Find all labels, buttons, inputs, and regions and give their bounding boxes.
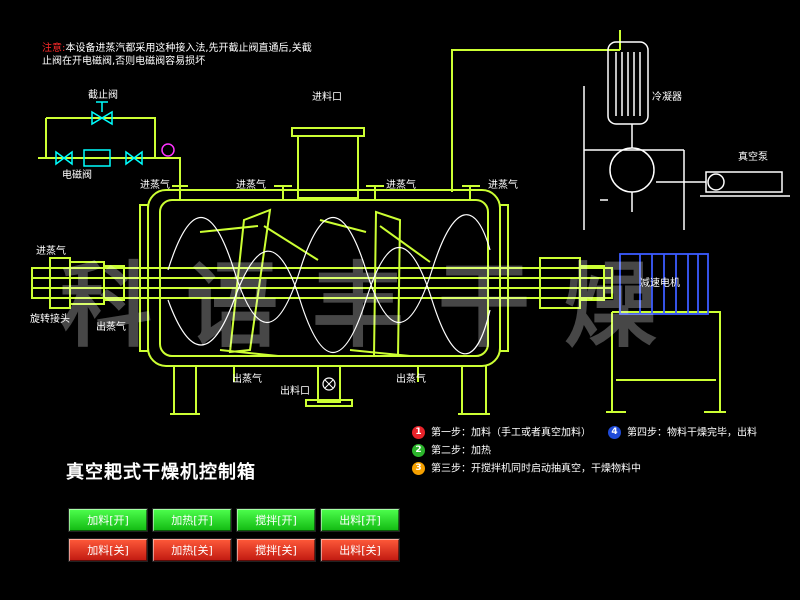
- step-2: 2 第二步：加热: [412, 444, 491, 458]
- label-steam-in-2: 进蒸气: [236, 180, 266, 191]
- label-reducer-motor: 减速电机: [640, 278, 680, 289]
- feed-port-flange: [291, 127, 365, 137]
- solenoid-valve-icon: [55, 150, 143, 166]
- label-discharge-port: 出料口: [280, 386, 310, 397]
- watermark: 科语丰干燥: [60, 253, 691, 360]
- pressure-gauge-icon: [161, 143, 175, 157]
- steam-inlet-pipe: [38, 157, 181, 186]
- heat-off-button[interactable]: 加热[关]: [152, 538, 232, 562]
- condenser-icon: [607, 41, 649, 125]
- discharge-off-button[interactable]: 出料[关]: [320, 538, 400, 562]
- label-solenoid-valve: 电磁阀: [62, 170, 92, 181]
- label-steam-in-4: 进蒸气: [488, 180, 518, 191]
- vacuum-pipe: [451, 49, 620, 192]
- step-4-text: 第四步：物料干燥完毕，出料: [627, 427, 757, 439]
- notice-text: 本设备进蒸汽都采用这种接入法,先开截止阀直通后,关截止阀在开电磁阀,否则电磁阀容…: [42, 43, 312, 67]
- step-3-text: 第三步：开搅拌机同时启动抽真空，干燥物料中: [431, 463, 641, 475]
- panel-title: 真空耙式干燥机控制箱: [66, 462, 256, 483]
- stop-valve-icon: [91, 110, 113, 126]
- step-1: 1 第一步：加料（手工或者真空加料）: [412, 426, 591, 440]
- warning-notice: 注意:本设备进蒸汽都采用这种接入法,先开截止阀直通后,关截止阀在开电磁阀,否则电…: [42, 42, 312, 68]
- heat-on-button[interactable]: 加热[开]: [152, 508, 232, 532]
- label-steam-in-3: 进蒸气: [386, 180, 416, 191]
- stir-on-button[interactable]: 搅拌[开]: [236, 508, 316, 532]
- step-1-badge: 1: [412, 426, 425, 439]
- step-3: 3 第三步：开搅拌机同时启动抽真空，干燥物料中: [412, 462, 641, 476]
- step-4-badge: 4: [608, 426, 621, 439]
- label-stop-valve: 截止阀: [88, 90, 118, 101]
- label-steam-in-1: 进蒸气: [140, 180, 170, 191]
- feed-on-button[interactable]: 加料[开]: [68, 508, 148, 532]
- label-condenser: 冷凝器: [652, 92, 682, 103]
- stir-off-button[interactable]: 搅拌[关]: [236, 538, 316, 562]
- label-feed-port: 进料口: [312, 92, 342, 103]
- step-2-badge: 2: [412, 444, 425, 457]
- discharge-on-button[interactable]: 出料[开]: [320, 508, 400, 532]
- step-1-text: 第一步：加料（手工或者真空加料）: [431, 427, 591, 439]
- label-steam-out-bottom-2: 出蒸气: [396, 374, 426, 385]
- vacuum-pump-icon: [705, 171, 783, 193]
- discharge-valve-icon: [322, 377, 336, 391]
- feed-off-button[interactable]: 加料[关]: [68, 538, 148, 562]
- step-4: 4 第四步：物料干燥完毕，出料: [608, 426, 757, 440]
- step-2-text: 第二步：加热: [431, 445, 491, 457]
- label-rotary-joint: 旋转接头: [30, 314, 70, 325]
- notice-prefix: 注意:: [42, 43, 66, 54]
- label-steam-out-bottom-1: 出蒸气: [232, 374, 262, 385]
- label-steam-out-left: 出蒸气: [96, 322, 126, 333]
- label-vacuum-pump: 真空泵: [738, 152, 768, 163]
- label-steam-in-left: 进蒸气: [36, 246, 66, 257]
- step-3-badge: 3: [412, 462, 425, 475]
